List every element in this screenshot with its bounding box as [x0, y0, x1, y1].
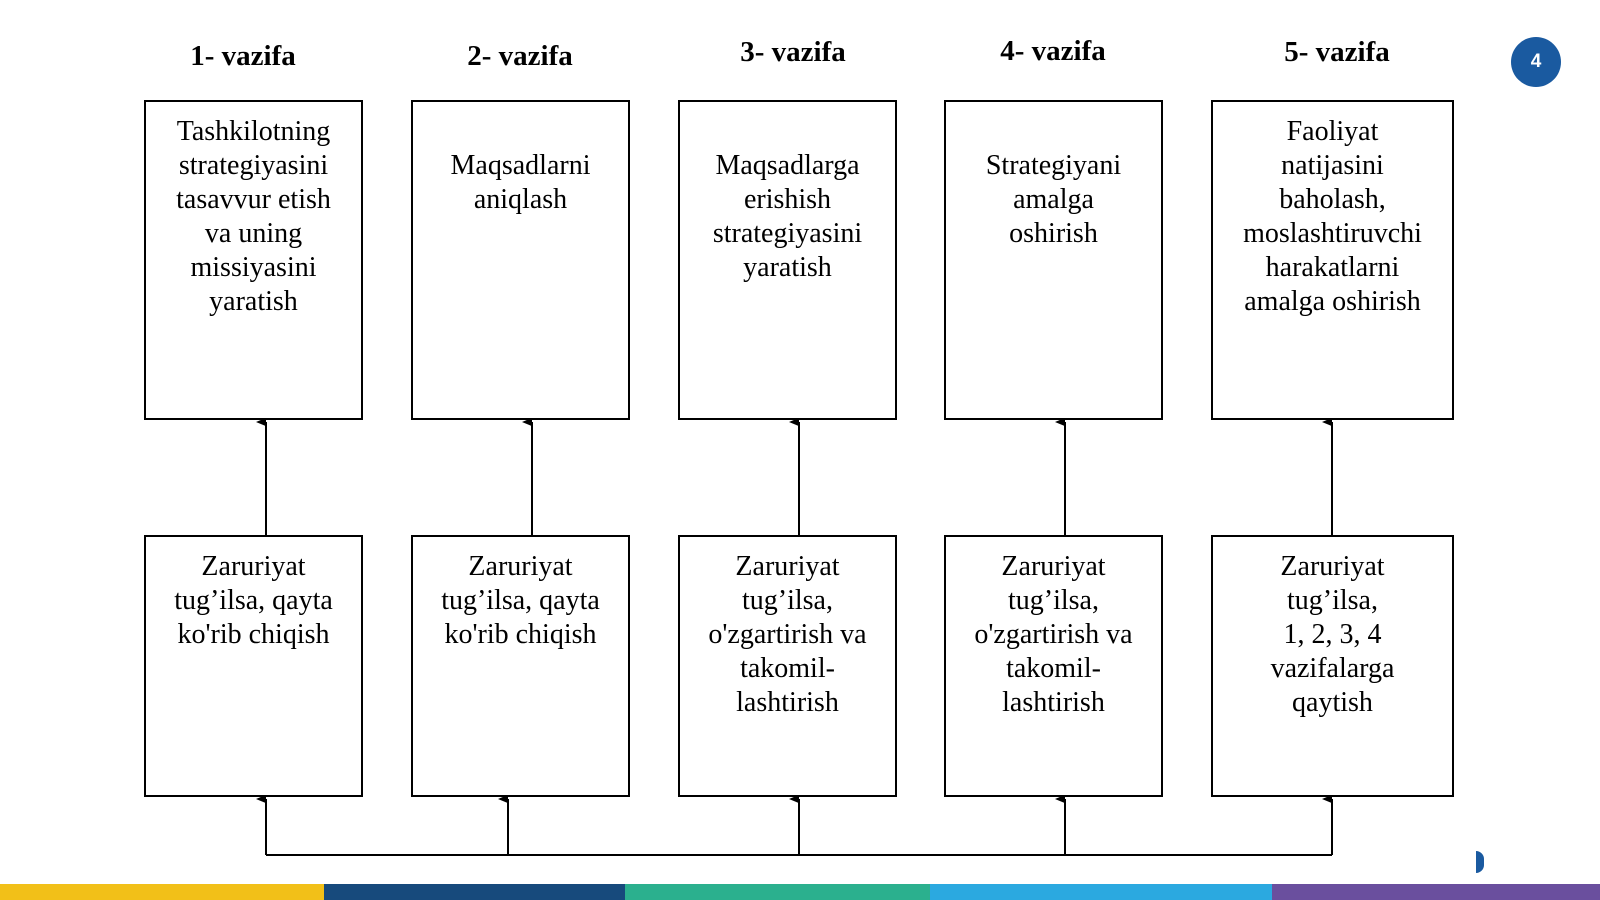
footer-color-band: [0, 884, 1600, 900]
task-box-3: Maqsadlarga erishish strategiyasini yara…: [678, 100, 897, 420]
revision-box-1: Zaruriyat tug’ilsa, qayta ko'rib chiqish: [144, 535, 363, 797]
page-number-badge: 4: [1511, 37, 1561, 87]
task-box-1: Tashkilotning strategiyasini tasavvur et…: [144, 100, 363, 420]
footer-segment-2: [324, 884, 625, 900]
task-title-5: 5- vazifa: [1284, 36, 1390, 68]
task-title-1: 1- vazifa: [190, 40, 296, 72]
footer-segment-4: [930, 884, 1272, 900]
revision-box-4: Zaruriyat tug’ilsa, o'zgartirish va tako…: [944, 535, 1163, 797]
footer-segment-3: [625, 884, 930, 900]
revision-box-2: Zaruriyat tug’ilsa, qayta ko'rib chiqish: [411, 535, 630, 797]
task-box-4: Strategiyani amalga oshirish: [944, 100, 1163, 420]
footer-segment-5: [1272, 884, 1600, 900]
task-box-2: Maqsadlarni aniqlash: [411, 100, 630, 420]
revision-box-5: Zaruriyat tug’ilsa, 1, 2, 3, 4 vazifalar…: [1211, 535, 1454, 797]
task-title-4: 4- vazifa: [1000, 35, 1106, 67]
revision-box-3: Zaruriyat tug’ilsa, o'zgartirish va tako…: [678, 535, 897, 797]
task-box-5: Faoliyat natijasini baholash, moslashtir…: [1211, 100, 1454, 420]
task-title-2: 2- vazifa: [467, 40, 573, 72]
task-title-3: 3- vazifa: [740, 36, 846, 68]
slide-nav-icon[interactable]: [1476, 851, 1484, 873]
footer-segment-1: [0, 884, 324, 900]
